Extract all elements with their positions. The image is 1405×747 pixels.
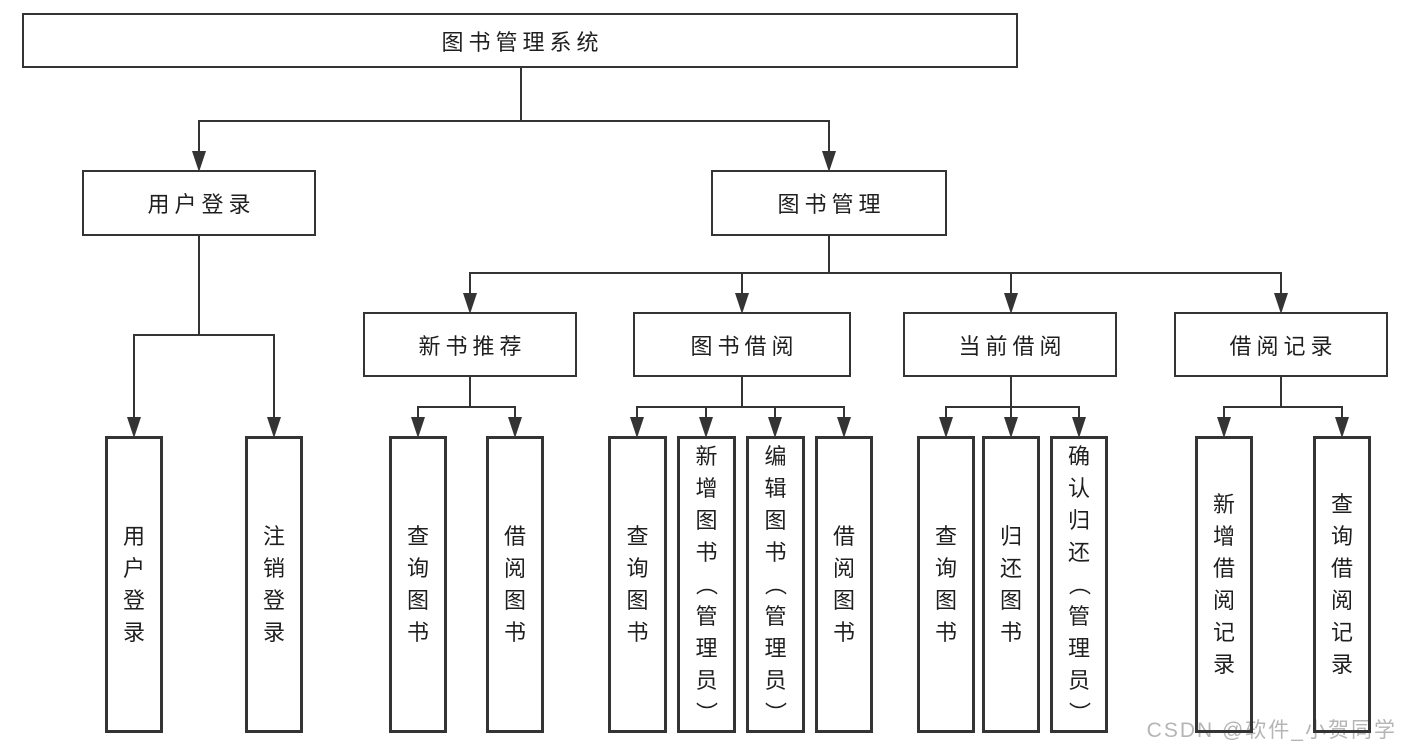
connector-line (416, 405, 517, 409)
connector-line (272, 335, 276, 418)
connector-line (773, 407, 777, 418)
connector-line (944, 405, 1081, 409)
leaf-recommend-query-books: 查询图书 (389, 436, 447, 733)
connector-line (468, 271, 1283, 275)
arrowhead-down-icon (1217, 417, 1231, 438)
arrowhead-down-icon (508, 417, 522, 438)
connector-line (944, 407, 948, 418)
node-new-book-recommendation: 新书推荐 (363, 312, 577, 377)
node-user-login: 用户登录 (82, 170, 316, 236)
connector-line (1279, 377, 1283, 407)
node-book-borrowing: 图书借阅 (633, 312, 851, 377)
connector-line (1009, 377, 1013, 407)
connector-line (1279, 273, 1283, 294)
arrowhead-down-icon (1335, 417, 1349, 438)
connector-line (1222, 405, 1344, 409)
leaf-borrow-book: 借阅图书 (815, 436, 873, 733)
node-new-book-recommendation-label: 新书推荐 (418, 333, 527, 359)
connector-line (842, 407, 846, 418)
connector-line (197, 119, 831, 123)
node-library-system: 图书管理系统 (22, 13, 1018, 68)
node-book-management: 图书管理 (711, 170, 947, 236)
arrowhead-down-icon (822, 151, 836, 172)
connector-line (1009, 407, 1013, 418)
connector-line (519, 68, 523, 121)
connector-line (132, 335, 136, 418)
leaf-confirm-return-admin: 确认归还（管理员） (1050, 436, 1108, 733)
node-library-system-label: 图书管理系统 (441, 29, 604, 55)
leaf-edit-book-admin: 编辑图书（管理员） (746, 436, 805, 733)
arrowhead-down-icon (837, 417, 851, 438)
arrowhead-down-icon (630, 417, 644, 438)
connector-line (827, 121, 831, 152)
leaf-current-query-books: 查询图书 (917, 436, 975, 733)
arrowhead-down-icon (267, 417, 281, 438)
csdn-watermark: CSDN @软件_小贺同学 (1146, 719, 1397, 742)
arrowhead-down-icon (735, 293, 749, 314)
leaf-borrowing-query-books: 查询图书 (608, 436, 667, 733)
connector-line (468, 273, 472, 294)
node-borrowing-records-label: 借阅记录 (1229, 333, 1338, 359)
arrowhead-down-icon (192, 151, 206, 172)
connector-line (740, 273, 744, 294)
connector-line (704, 407, 708, 418)
connector-line (635, 407, 639, 418)
node-book-borrowing-label: 图书借阅 (690, 333, 799, 359)
leaf-user-login: 用户登录 (105, 436, 163, 733)
arrowhead-down-icon (768, 417, 782, 438)
connector-line (827, 236, 831, 273)
node-book-management-label: 图书管理 (777, 192, 886, 217)
connector-line (468, 377, 472, 407)
arrowhead-down-icon (1004, 417, 1018, 438)
connector-line (1340, 407, 1344, 418)
leaf-recommend-borrow-books: 借阅图书 (486, 436, 544, 733)
leaf-add-book-admin: 新增图书（管理员） (677, 436, 736, 733)
arrowhead-down-icon (699, 417, 713, 438)
arrowhead-down-icon (1072, 417, 1086, 438)
connector-line (635, 405, 846, 409)
arrowhead-down-icon (939, 417, 953, 438)
connector-line (1222, 407, 1226, 418)
leaf-logout: 注销登录 (245, 436, 303, 733)
leaf-add-borrow-record: 新增借阅记录 (1195, 436, 1253, 733)
connector-line (197, 236, 201, 335)
arrowhead-down-icon (1004, 293, 1018, 314)
connector-line (1009, 273, 1013, 294)
node-borrowing-records: 借阅记录 (1174, 312, 1388, 377)
arrowhead-down-icon (463, 293, 477, 314)
node-user-login-label: 用户登录 (147, 192, 256, 217)
connector-line (416, 407, 420, 418)
connector-line (132, 333, 276, 337)
arrowhead-down-icon (411, 417, 425, 438)
leaf-query-borrow-record: 查询借阅记录 (1313, 436, 1371, 733)
node-current-borrowing-label: 当前借阅 (958, 333, 1067, 359)
connector-line (1077, 407, 1081, 418)
arrowhead-down-icon (1274, 293, 1288, 314)
connector-line (740, 377, 744, 407)
connector-line (197, 121, 201, 152)
leaf-return-book: 归还图书 (982, 436, 1040, 733)
arrowhead-down-icon (127, 417, 141, 438)
node-current-borrowing: 当前借阅 (903, 312, 1117, 377)
connector-line (513, 407, 517, 418)
